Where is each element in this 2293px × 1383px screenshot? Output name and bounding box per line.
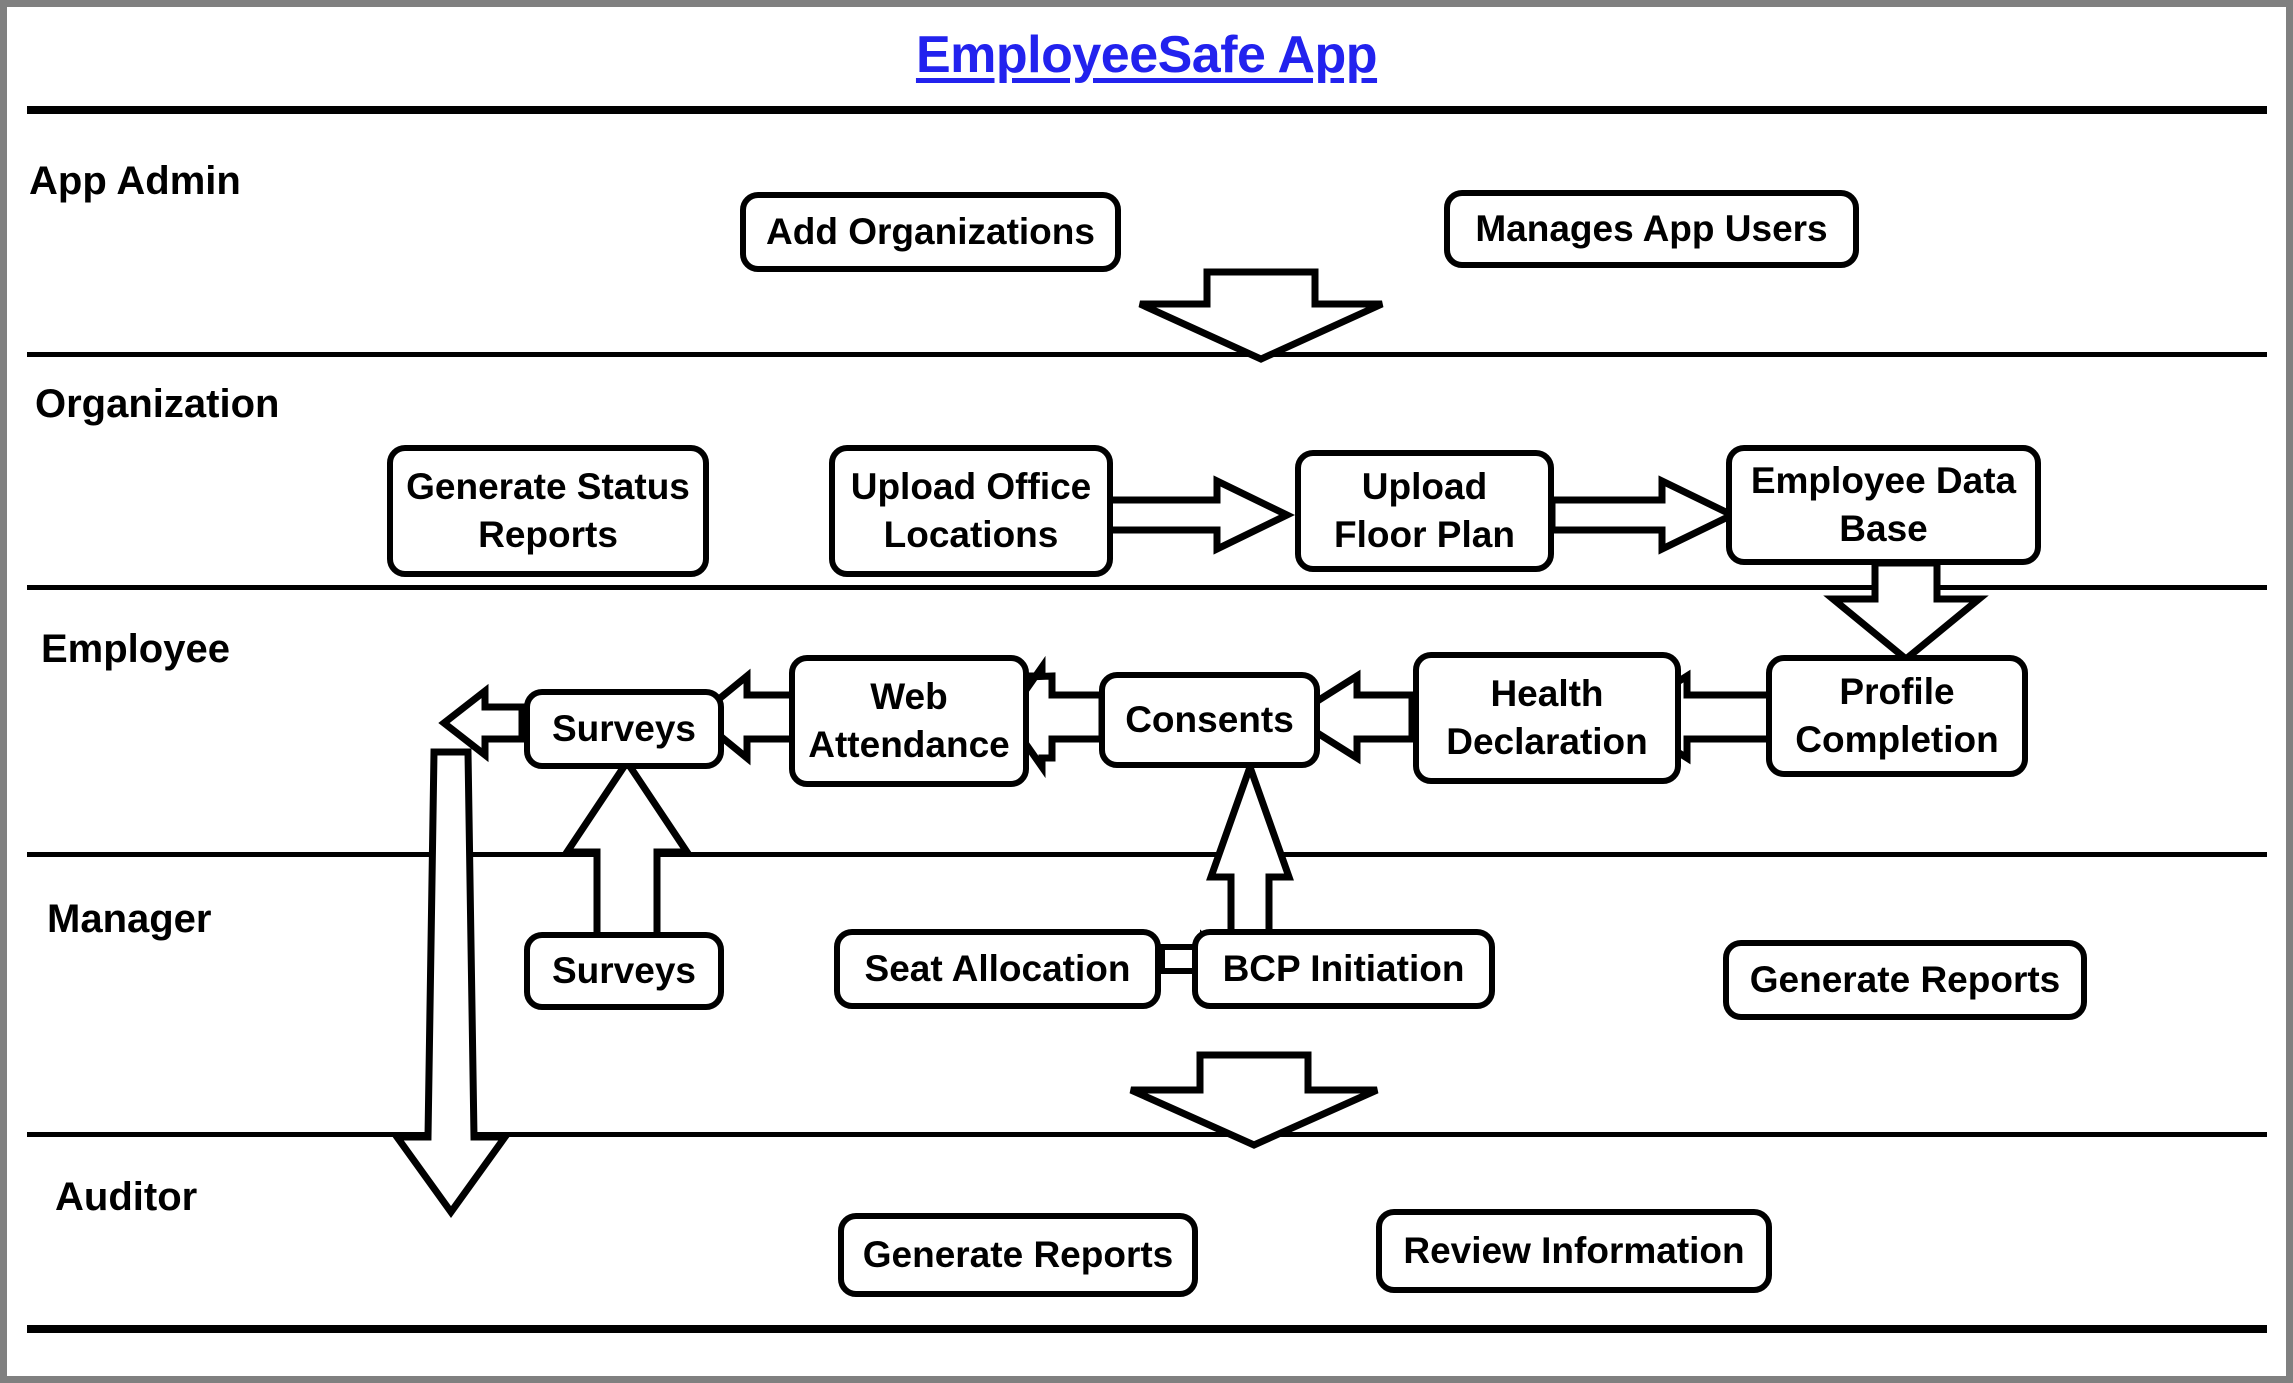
node-review-information[interactable]: Review Information [1376,1209,1772,1293]
node-upload-floor-plan[interactable]: Upload Floor Plan [1295,450,1554,572]
node-surveys-manager[interactable]: Surveys [524,932,724,1010]
arrow-surveys-employee-to-auditor [390,748,512,1218]
arrow-app-admin-to-organization [1138,268,1384,363]
node-surveys-employee[interactable]: Surveys [524,689,724,769]
arrow-upload-office-locations-to-upload-floor-plan [1103,475,1296,555]
node-bcp-initiation[interactable]: BCP Initiation [1192,929,1495,1009]
node-generate-status-reports[interactable]: Generate Status Reports [387,445,709,577]
node-upload-office-locations[interactable]: Upload Office Locations [829,445,1113,577]
divider-manager-auditor [27,1132,2267,1137]
arrow-upload-floor-plan-to-employee-data-base [1548,475,1741,555]
node-profile-completion[interactable]: Profile Completion [1766,655,2028,777]
lane-label-manager: Manager [47,897,212,941]
lane-label-auditor: Auditor [55,1175,198,1219]
lane-label-organization: Organization [35,382,280,426]
node-employee-data-base[interactable]: Employee Data Base [1726,445,2041,565]
node-web-attendance[interactable]: Web Attendance [789,655,1029,787]
node-health-declaration[interactable]: Health Declaration [1413,652,1681,784]
diagram-canvas: EmployeeSafe App App Admin Organization … [7,7,2286,1376]
node-generate-reports-auditor[interactable]: Generate Reports [838,1213,1198,1297]
page-title: EmployeeSafe App [915,26,1378,84]
lane-label-employee: Employee [41,627,230,671]
lane-label-app-admin: App Admin [29,159,241,203]
node-generate-reports-manager[interactable]: Generate Reports [1723,940,2087,1020]
divider-organization-employee [27,585,2267,590]
arrow-employee-data-base-to-profile-completion [1823,559,1989,664]
node-consents[interactable]: Consents [1099,672,1320,768]
divider-bottom [27,1325,2267,1333]
node-manages-app-users[interactable]: Manages App Users [1444,190,1859,268]
divider-below-title [27,106,2267,114]
node-add-organizations[interactable]: Add Organizations [740,192,1121,272]
divider-employee-manager [27,852,2267,857]
arrow-surveys-employee-outgoing [438,683,526,763]
node-seat-allocation[interactable]: Seat Allocation [834,929,1161,1009]
divider-app-admin-organization [27,352,2267,357]
